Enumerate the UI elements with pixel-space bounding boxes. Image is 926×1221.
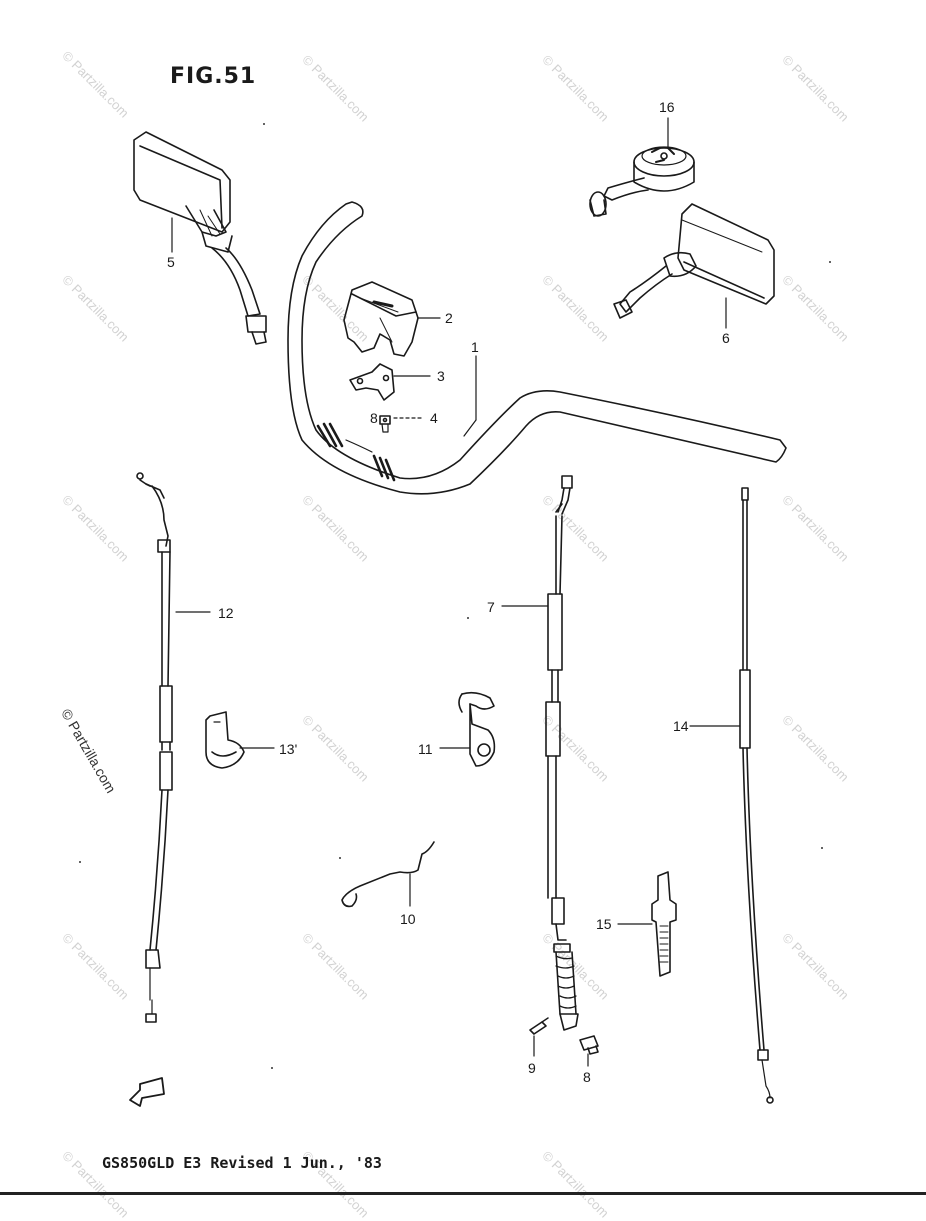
right-mirror-part-6 — [613, 203, 775, 319]
callout-leaders — [171, 117, 741, 1067]
clamp-part-13 — [205, 711, 245, 769]
handlebar-part-1 — [287, 201, 787, 495]
callout-2: 2 — [445, 310, 453, 326]
footer-revision: GS850GLD E3 Revised 1 Jun., '83 — [102, 1154, 382, 1172]
wire-spring-part-10 — [341, 841, 435, 908]
callout-11: 11 — [418, 741, 433, 757]
callout-8-bottom: 8 — [583, 1069, 591, 1085]
bottom-rule — [0, 1192, 926, 1195]
screw-part-4 — [379, 415, 391, 433]
callout-10: 10 — [400, 911, 416, 927]
screw-part-9 — [529, 1017, 549, 1035]
left-mirror-part-5 — [133, 131, 267, 345]
callout-1: 1 — [471, 339, 479, 355]
cable-part-12 — [136, 472, 173, 1023]
handlebar-holder-part-2 — [343, 281, 419, 357]
callout-13: 13' — [279, 741, 298, 757]
callout-9: 9 — [528, 1060, 536, 1076]
bolt-part-8 — [579, 1035, 599, 1055]
cable-tie-part-15 — [651, 871, 677, 977]
callout-16: 16 — [659, 99, 675, 115]
cable-clamp-part-11 — [458, 691, 496, 767]
callout-8-top: 8 — [370, 410, 378, 426]
callout-14: 14 — [673, 718, 689, 734]
callout-12: 12 — [218, 605, 234, 621]
bracket-part-3 — [349, 363, 395, 401]
callout-6: 6 — [722, 330, 730, 346]
callout-7: 7 — [487, 599, 495, 615]
fwd-arrow-icon — [129, 1077, 165, 1107]
figure-title: FIG.51 — [170, 64, 257, 89]
callout-3: 3 — [437, 368, 445, 384]
scan-specks — [79, 123, 831, 1069]
callout-15: 15 — [596, 916, 612, 932]
meter-gear-part-16 — [589, 146, 695, 217]
callout-5: 5 — [167, 254, 175, 270]
callout-4: 4 — [430, 410, 438, 426]
cable-part-7 — [545, 475, 579, 1031]
cable-part-14 — [739, 487, 774, 1104]
